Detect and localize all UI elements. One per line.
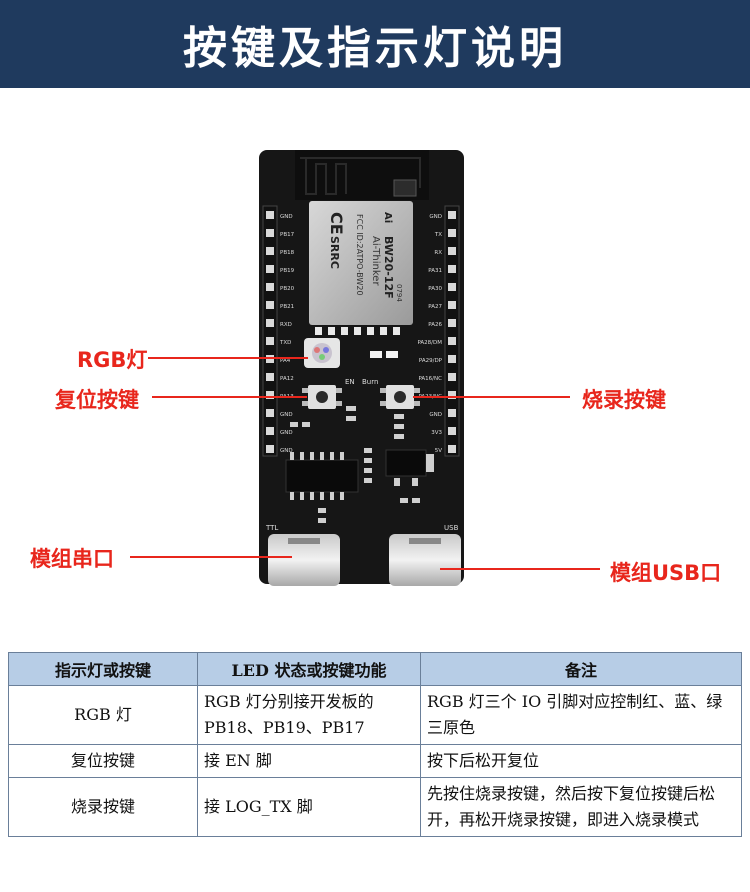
srrc-mark: SRRC	[328, 236, 341, 269]
table-cell: RGB 灯分别接开发板的PB18、PB19、PB17	[197, 685, 421, 745]
pin-label: PA12	[280, 376, 294, 382]
burn-label: Burn	[362, 378, 378, 386]
module-fcc: FCC ID:2ATPO-BW20	[355, 214, 364, 296]
title-banner: 按键及指示灯说明	[0, 0, 750, 88]
usb-label: USB	[444, 524, 459, 532]
module-brand: Ai-Thinker	[370, 236, 381, 286]
pin-label: GND	[280, 214, 293, 220]
pin-label: 3V3	[431, 430, 442, 436]
pin-label: PA26	[428, 322, 442, 328]
column-header: 指示灯或按键	[8, 652, 198, 686]
pin-label: PA4	[280, 358, 291, 364]
pin-label: GND	[280, 430, 293, 436]
pin-label: GND	[280, 412, 293, 418]
column-header: LED 状态或按键功能	[197, 652, 421, 686]
voltage-regulator	[385, 449, 434, 486]
table-cell: 烧录按键	[8, 777, 198, 837]
pin-label: PA16/NC	[418, 376, 442, 382]
module-usb-c-port	[389, 534, 461, 586]
pin-label: RX	[434, 250, 442, 256]
pin-label: TX	[434, 232, 442, 238]
pin-label: PB20	[280, 286, 295, 292]
ai-logo: Ai	[382, 212, 393, 223]
pin-label: TXD	[279, 340, 291, 346]
table-row: 复位按键 接 EN 脚 按下后松开复位	[8, 744, 742, 778]
page-title: 按键及指示灯说明	[183, 23, 567, 74]
pin-label: PA30	[428, 286, 442, 292]
board-illustration: BW20-12F Ai-Thinker FCC ID:2ATPO-BW20 07…	[259, 150, 464, 586]
table-cell: 先按住烧录按键，然后按下复位按键后松开，再松开烧录按键，即进入烧录模式	[420, 777, 742, 837]
pin-label: PA31	[428, 268, 442, 274]
table-cell: 按下后松开复位	[420, 744, 742, 778]
pin-label: PA28/DM	[417, 340, 442, 346]
usb-leader-line	[440, 568, 600, 570]
module-shield	[309, 201, 413, 325]
reset-leader-line	[152, 396, 307, 398]
pin-label: GND	[429, 412, 442, 418]
button-led-table: 指示灯或按键 LED 状态或按键功能 备注 RGB 灯 RGB 灯分别接开发板的…	[8, 652, 742, 837]
callout-burn-button: 烧录按键	[582, 388, 666, 412]
pin-label: PB19	[280, 268, 295, 274]
table-row: 烧录按键 接 LOG_TX 脚 先按住烧录按键，然后按下复位按键后松开，再松开烧…	[8, 777, 742, 837]
status-led	[370, 351, 382, 358]
reset-button-component	[302, 385, 342, 409]
burn-button-component	[380, 385, 420, 409]
board-figure: BW20-12F Ai-Thinker FCC ID:2ATPO-BW20 07…	[0, 88, 750, 638]
rgb-leader-line	[148, 357, 308, 359]
table-cell: 接 LOG_TX 脚	[197, 777, 421, 837]
table-cell: 接 EN 脚	[197, 744, 421, 778]
table-cell: 复位按键	[8, 744, 198, 778]
pin-label: 5V	[435, 448, 442, 454]
burn-leader-line	[413, 396, 570, 398]
right-header	[444, 205, 460, 457]
callout-module-uart: 模组串口	[30, 547, 114, 571]
pin-label: GND	[280, 448, 293, 454]
table-row: RGB 灯 RGB 灯分别接开发板的PB18、PB19、PB17 RGB 灯三个…	[8, 685, 742, 745]
left-header	[262, 205, 278, 457]
pin-label: PB21	[280, 304, 294, 310]
ce-mark: CE	[327, 212, 346, 235]
uart-leader-line	[130, 556, 292, 558]
pin-label: PB18	[280, 250, 295, 256]
ttl-usb-c-port	[268, 534, 340, 586]
pin-label: PA27	[428, 304, 442, 310]
pin-label: GND	[429, 214, 442, 220]
en-label: EN	[345, 378, 355, 386]
callout-reset-button: 复位按键	[55, 388, 139, 412]
pin-label: PA29/DP	[419, 358, 443, 364]
usb-serial-ic	[285, 452, 359, 500]
module-name: BW20-12F	[382, 236, 395, 299]
ttl-label: TTL	[265, 524, 278, 532]
callout-module-usb: 模组USB口	[610, 561, 722, 585]
module-code: 0794	[395, 284, 403, 302]
pin-label: PB17	[280, 232, 295, 238]
column-header: 备注	[420, 652, 742, 686]
table-cell: RGB 灯	[8, 685, 198, 745]
callout-rgb-led: RGB灯	[77, 348, 148, 372]
status-led	[386, 351, 398, 358]
pin-label: RXD	[280, 322, 292, 328]
table-header-row: 指示灯或按键 LED 状态或按键功能 备注	[8, 652, 742, 686]
table-cell: RGB 灯三个 IO 引脚对应控制红、蓝、绿三原色	[420, 685, 742, 745]
